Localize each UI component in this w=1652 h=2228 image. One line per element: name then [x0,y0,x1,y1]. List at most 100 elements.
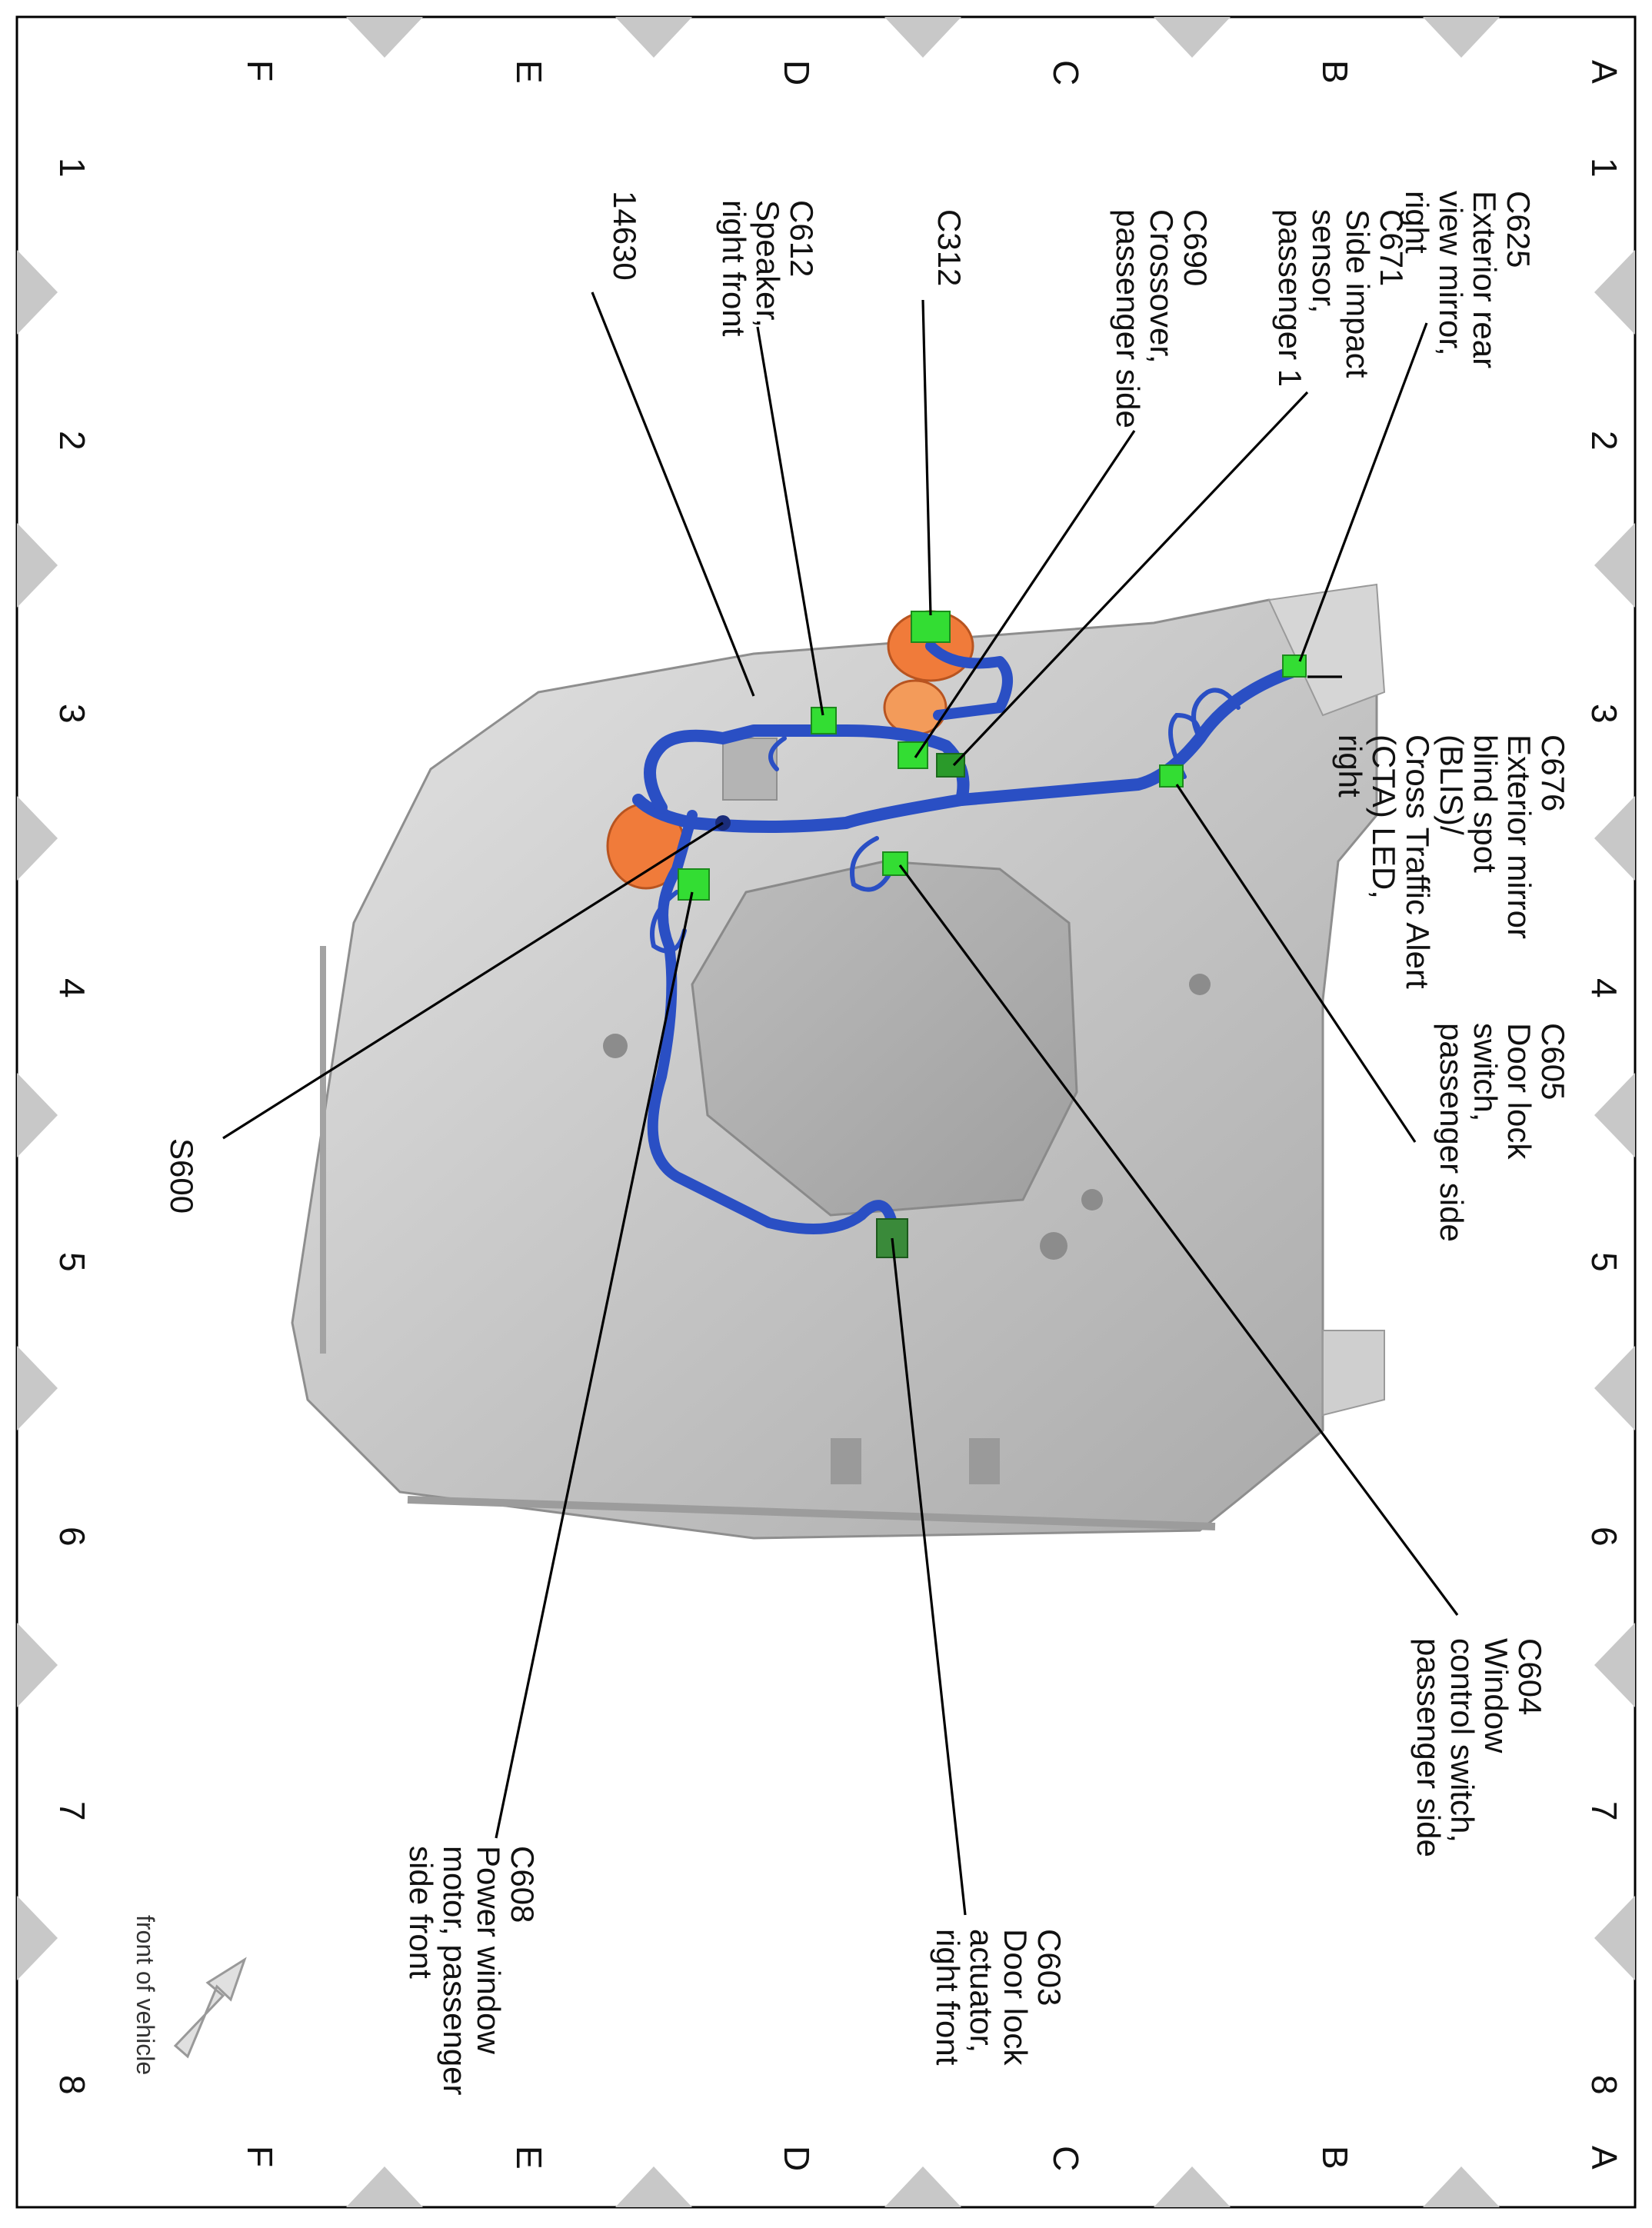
border-triangle-right [1594,1623,1635,1707]
label-14630: 14630 [607,191,643,281]
leader-c605 [1175,784,1417,1143]
label-c605: C605 Door lock switch, passenger side [1434,1023,1571,1242]
grid-right-5: 5 [1584,1252,1624,1272]
grid-bottom-B: B [1315,2146,1355,2170]
border-triangle-left [17,1623,58,1707]
door-lower-rail [407,1496,1216,1530]
grid-left-4: 4 [52,978,92,998]
grid-labels: A B C D E F A B C D E F 1 2 3 4 5 6 7 8 … [52,60,1624,2171]
border-triangle-left [17,1896,58,1980]
label-c603: C603 Door lock actuator, right front [930,1929,1067,2074]
leader-c604 [898,864,1459,1616]
border-triangle-right [1594,1073,1635,1157]
grid-right-2: 2 [1584,431,1624,451]
label-c690: C690 Crossover, passenger side [1110,209,1214,428]
grid-top-C: C [1046,60,1086,85]
panel-slot [831,1438,861,1484]
grid-left-5: 5 [52,1252,92,1272]
border-triangles [17,17,1635,2207]
grid-bottom-E: E [509,2146,549,2170]
leader-c671 [952,391,1309,767]
grid-right-1: 1 [1584,158,1624,178]
grid-right-8: 8 [1584,2075,1624,2095]
border-triangle-left [17,250,58,335]
front-arrow-icon [173,1957,247,2059]
panel-hole [1040,1232,1067,1260]
label-c612: C612 Speaker, right front [716,200,820,337]
grid-top-B: B [1315,60,1355,84]
leader-c312 [921,299,932,616]
border-triangle-bottom [346,2166,423,2207]
grid-left-3: 3 [52,704,92,724]
grid-right-3: 3 [1584,704,1624,724]
border-triangle-right [1594,1346,1635,1430]
grid-left-1: 1 [52,158,92,178]
label-c625: C625 Exterior rear view mirror, right [1399,191,1537,378]
border-triangle-left [17,523,58,608]
leader-c625 [1298,322,1428,662]
grid-top-F: F [240,60,280,82]
border-triangle-bottom [1423,2166,1500,2207]
border-triangle-top [884,17,961,58]
border-triangle-top [1423,17,1500,58]
connector-c605 [1159,764,1184,788]
border-triangle-right [1594,250,1635,335]
border-triangle-bottom [615,2166,692,2207]
connector-c608 [678,868,710,901]
border-triangle-top [1154,17,1231,58]
label-c608: C608 Power window motor, passenger side … [403,1846,541,2104]
border-triangle-left [17,1346,58,1430]
leader-14630 [591,291,755,697]
grid-left-2: 2 [52,431,92,451]
border-triangle-right [1594,1896,1635,1980]
connector-c312 [911,611,951,643]
door-inner-recess [691,860,1078,1217]
connector-c603 [876,1218,908,1258]
grid-top-E: E [509,60,549,84]
grid-left-6: 6 [52,1527,92,1547]
hinge-tab [1322,1330,1385,1417]
grid-bottom-F: F [240,2146,280,2167]
connector-c690 [898,741,928,769]
panel-hole [603,1034,628,1058]
label-c604: C604 Window control switch, passenger si… [1411,1638,1548,1857]
grommets [606,610,974,890]
label-c676: C676 Exterior mirror blind spot (BLIS)/ … [1332,734,1571,997]
grid-bottom-A: A [1584,2146,1624,2170]
border-triangle-left [17,796,58,881]
border-triangle-bottom [1154,2166,1231,2207]
connector-c612 [811,707,837,734]
grid-top-D: D [777,60,817,85]
panel-hole [1081,1189,1103,1211]
border-triangle-top [346,17,423,58]
grid-top-A: A [1584,60,1624,84]
label-c671: C671 Side impact sensor, passenger 1 [1272,209,1410,387]
leader-c690 [914,430,1136,758]
grid-bottom-D: D [777,2146,817,2171]
orientation-indicator: front of vehicle [132,1915,247,2075]
panel-slot [969,1438,1000,1484]
border-triangle-right [1594,523,1635,608]
border-triangle-bottom [884,2166,961,2207]
border-triangle-top [615,17,692,58]
leader-s600 [222,821,724,1140]
panel-bracket [722,738,778,801]
leader-c608 [495,891,694,1839]
grid-left-8: 8 [52,2075,92,2095]
label-c312: C312 [931,209,968,286]
label-s600: S600 [164,1138,200,1214]
border-triangle-left [17,1073,58,1157]
leader-lines [222,291,1459,1916]
connector-c671 [936,753,965,778]
grid-right-7: 7 [1584,1801,1624,1821]
orientation-label: front of vehicle [132,1915,159,2075]
grid-right-4: 4 [1584,978,1624,998]
grid-left-7: 7 [52,1801,92,1821]
panel-hole [1189,974,1211,995]
leader-c612 [756,326,824,716]
connector-c625 [1282,654,1307,678]
grid-right-6: 6 [1584,1527,1624,1547]
border-triangle-right [1594,796,1635,881]
